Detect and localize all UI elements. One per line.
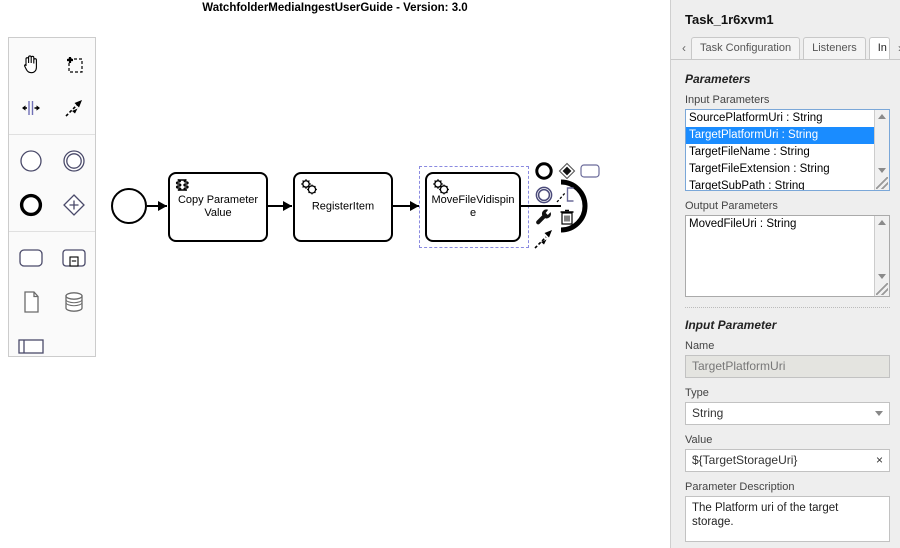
properties-panel: Task_1r6xvm1 ‹ Task Configuration Listen…	[670, 0, 900, 548]
input-parameters-label: Input Parameters	[685, 94, 770, 106]
context-pad[interactable]	[533, 160, 603, 260]
value-field-wrapper[interactable]: ${TargetStorageUri} ×	[685, 449, 890, 472]
bpmn-task-register-item[interactable]: RegisterItem	[293, 172, 393, 242]
wrench-icon[interactable]	[533, 206, 555, 228]
append-intermediate-event-icon[interactable]	[533, 184, 555, 206]
data-store-icon[interactable]	[52, 280, 95, 324]
list-item[interactable]: TargetFileExtension : String	[689, 163, 830, 175]
scroll-up-icon[interactable]	[878, 220, 886, 225]
panel-title: Task_1r6xvm1	[685, 12, 774, 27]
tab-task-configuration[interactable]: Task Configuration	[691, 37, 801, 59]
task-label: MoveFileVidispine	[431, 194, 515, 219]
sequence-flow-3-arrow	[410, 201, 419, 211]
list-item[interactable]: TargetPlatformUri : String	[686, 127, 889, 144]
lasso-tool-icon[interactable]	[52, 42, 95, 86]
name-label: Name	[685, 340, 715, 352]
sequence-flow-1[interactable]	[147, 205, 167, 207]
script-icon	[174, 177, 191, 199]
subprocess-icon[interactable]	[52, 236, 95, 280]
list-item[interactable]: TargetFileName : String	[689, 146, 810, 158]
palette-group-tools	[9, 38, 95, 135]
tab-strip[interactable]: ‹ Task Configuration Listeners In ›	[671, 35, 900, 60]
bpmn-task-copy-parameter-value[interactable]: Copy Parameter Value	[168, 172, 268, 242]
scroll-down-icon[interactable]	[878, 274, 886, 279]
sequence-flow-1-arrow	[158, 201, 167, 211]
palette-group-shapes	[9, 232, 95, 372]
bpmn-palette[interactable]	[8, 37, 96, 357]
clear-icon[interactable]: ×	[875, 453, 883, 467]
gateway-icon[interactable]	[52, 183, 95, 227]
panel-body: Parameters Input Parameters SourcePlatfo…	[671, 60, 900, 542]
bpmn-start-event[interactable]	[111, 188, 147, 224]
sequence-flow-2-arrow	[283, 201, 292, 211]
delete-icon[interactable]	[556, 206, 578, 228]
append-end-event-icon[interactable]	[533, 160, 555, 182]
palette-group-events	[9, 135, 95, 232]
append-text-annotation-icon[interactable]	[556, 184, 578, 206]
selection-outline	[419, 166, 529, 248]
gears-icon	[431, 177, 451, 202]
task-label: Copy Parameter Value	[177, 194, 259, 219]
list-item[interactable]: TargetSubPath : String	[689, 180, 805, 191]
task-label: RegisterItem	[311, 200, 375, 213]
end-event-icon[interactable]	[9, 183, 52, 227]
tab-input-output[interactable]: In	[868, 37, 890, 59]
name-field[interactable]: TargetPlatformUri	[685, 355, 890, 378]
sequence-flow-3[interactable]	[393, 205, 419, 207]
type-label: Type	[685, 387, 709, 399]
global-connect-tool-icon[interactable]	[52, 86, 95, 130]
tab-listeners[interactable]: Listeners	[803, 37, 866, 59]
resize-grip[interactable]	[876, 177, 888, 189]
parameters-section-title: Parameters	[685, 72, 751, 86]
input-parameters-listbox[interactable]: SourcePlatformUri : String TargetPlatfor…	[685, 109, 890, 191]
list-item[interactable]: MovedFileUri : String	[689, 218, 797, 230]
bpmn-canvas[interactable]: WatchfolderMediaIngestUserGuide - Versio…	[0, 0, 670, 548]
append-gateway-icon[interactable]	[556, 160, 578, 182]
tabs-scroll-left-icon[interactable]: ‹	[682, 41, 686, 55]
participant-icon[interactable]	[9, 324, 53, 368]
intermediate-event-icon[interactable]	[52, 139, 95, 183]
output-parameters-scrollbar[interactable]	[874, 216, 889, 296]
resize-grip[interactable]	[876, 283, 888, 295]
tabs-scroll-right-icon[interactable]: ›	[893, 37, 900, 59]
start-event-icon[interactable]	[9, 139, 52, 183]
diagram-title: WatchfolderMediaIngestUserGuide - Versio…	[202, 2, 468, 14]
sequence-flow-4[interactable]	[521, 205, 561, 207]
hand-tool-icon[interactable]	[9, 42, 52, 86]
type-select-wrapper[interactable]: String	[685, 402, 890, 425]
type-select[interactable]: String	[685, 402, 890, 425]
bpmn-task-move-file-vidispine[interactable]: MoveFileVidispine	[425, 172, 521, 242]
value-label: Value	[685, 434, 713, 446]
output-parameters-listbox[interactable]: MovedFileUri : String	[685, 215, 890, 297]
connect-icon[interactable]	[533, 228, 555, 250]
section-divider	[685, 307, 890, 308]
value-field[interactable]: ${TargetStorageUri}	[685, 449, 890, 472]
parameter-description-label: Parameter Description	[685, 481, 795, 493]
bpmn-end-event[interactable]	[555, 178, 611, 234]
output-parameters-label: Output Parameters	[685, 200, 778, 212]
scroll-up-icon[interactable]	[878, 114, 886, 119]
scroll-down-icon[interactable]	[878, 168, 886, 173]
input-parameters-scrollbar[interactable]	[874, 110, 889, 190]
append-task-icon[interactable]	[579, 160, 601, 182]
data-object-icon[interactable]	[9, 280, 52, 324]
sequence-flow-2[interactable]	[268, 205, 292, 207]
task-icon[interactable]	[9, 236, 52, 280]
list-item[interactable]: SourcePlatformUri : String	[689, 112, 823, 124]
input-parameter-section-title: Input Parameter	[685, 318, 777, 332]
space-tool-icon[interactable]	[9, 86, 52, 130]
gears-icon	[299, 177, 319, 202]
parameter-description-field[interactable]: The Platform uri of the target storage.	[685, 496, 890, 542]
